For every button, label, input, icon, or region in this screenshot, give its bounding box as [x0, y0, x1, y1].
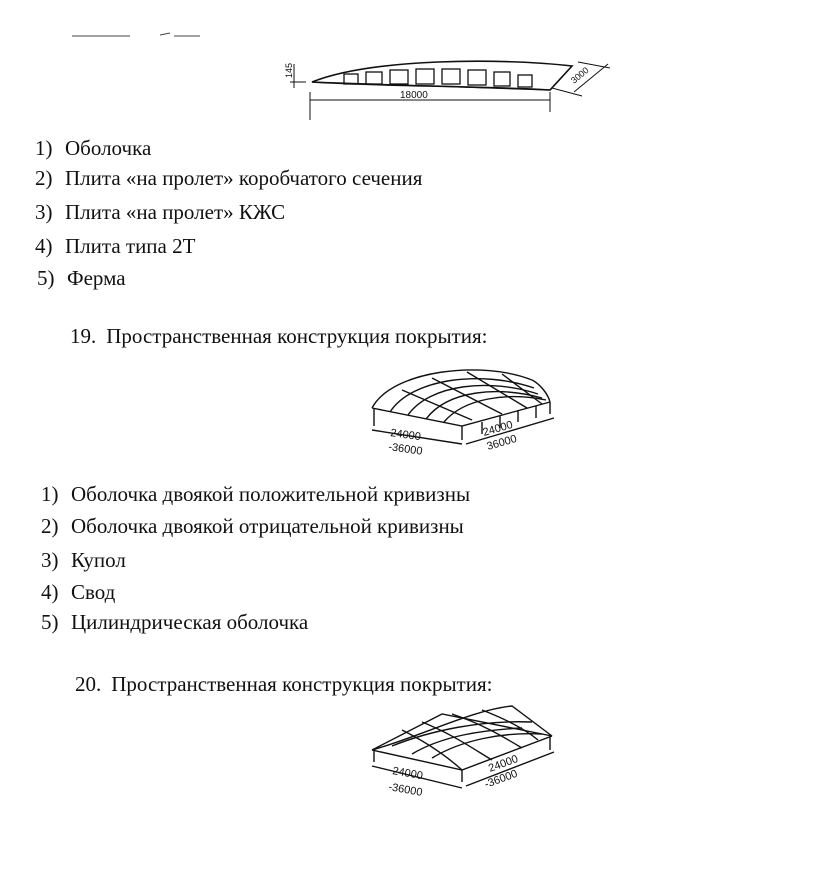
- figure-hypar-shell: 24000 -36000 24000 -36000: [362, 700, 562, 804]
- question-text: Пространственная конструкция покрытия:: [106, 324, 488, 348]
- list-item: 2)Плита «на пролет» коробчатого сечения: [35, 166, 423, 190]
- dim-a-label: 24000: [390, 427, 422, 443]
- figure-vaulted-shell: 24000 -36000 24000 36000: [362, 360, 562, 460]
- question-19: 19. Пространственная конструкция покрытия…: [70, 324, 487, 349]
- question-number: 19.: [70, 324, 97, 348]
- dim-width-label: 3000: [569, 65, 591, 86]
- question-text: Пространственная конструкция покрытия:: [111, 672, 493, 696]
- dim-b2-label: -36000: [483, 768, 519, 791]
- dim-height-label: 145: [284, 63, 294, 78]
- list-item: 1)Оболочка: [35, 136, 152, 160]
- list-item: 5)Цилиндрическая оболочка: [41, 610, 309, 634]
- dim-a2-label: -36000: [388, 441, 424, 458]
- figure-slab-box-section: 145 18000 3000: [282, 48, 618, 124]
- list-item: 4)Свод: [41, 580, 116, 604]
- dim-a-label: 24000: [391, 765, 423, 782]
- question-20: 20. Пространственная конструкция покрытия…: [75, 672, 492, 697]
- list-item: 1)Оболочка двоякой положительной кривизн…: [41, 482, 471, 506]
- list-item: 5)Ферма: [37, 266, 126, 290]
- list-item: 4)Плита типа 2Т: [35, 234, 196, 258]
- question-number: 20.: [75, 672, 102, 696]
- scan-artifact: [72, 32, 200, 37]
- dim-span-label: 18000: [400, 90, 428, 101]
- list-item: 3)Купол: [41, 548, 126, 572]
- list-item: 3)Плита «на пролет» КЖС: [35, 200, 286, 224]
- dim-a2-label: -36000: [387, 781, 423, 799]
- list-item: 2)Оболочка двоякой отрицательной кривизн…: [41, 514, 464, 538]
